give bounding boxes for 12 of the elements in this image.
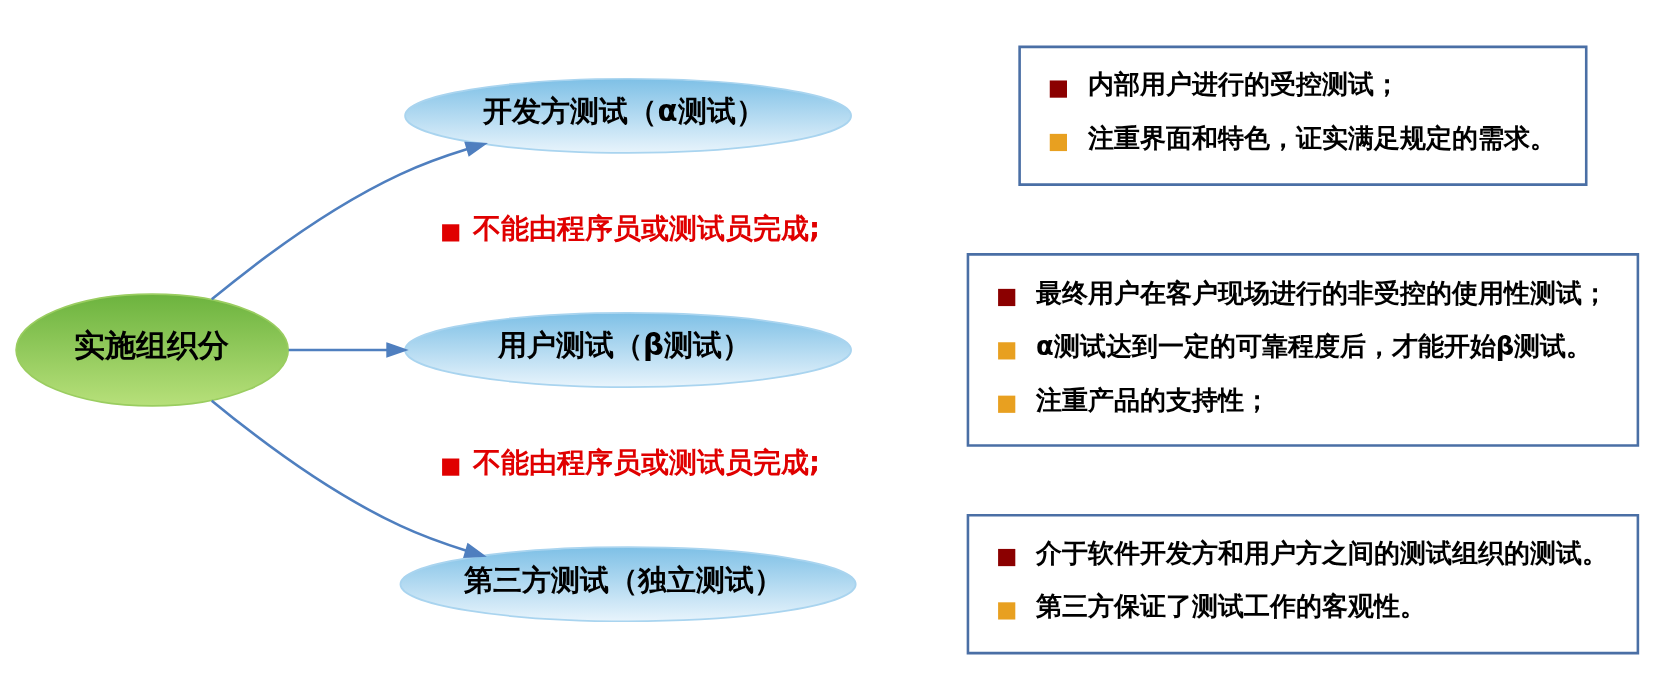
node-label: 不能由程序员或测试员完成; xyxy=(473,445,821,478)
node-ellipse: 用户测试（β测试） xyxy=(404,312,852,388)
arrow xyxy=(288,342,409,358)
node-label: 不能由程序员或测试员完成; xyxy=(473,211,821,244)
node-box: 介于软件开发方和用户方之间的测试组织的测试。 第三方保证了测试工作的客观性。 xyxy=(966,514,1640,655)
node-ellipse: 开发方测试（α测试） xyxy=(404,77,852,154)
node-ellipse: 第三方测试（独立测试） xyxy=(399,546,857,623)
arrow xyxy=(210,399,487,558)
node-ellipse: 实施组织分 xyxy=(15,293,290,407)
arrow xyxy=(210,141,488,301)
node-box: 最终用户在客户现场进行的非受控的使用性测试； α测试达到一定的可靠程度后，才能开始β测试。 注重产品的支持性； xyxy=(966,253,1640,447)
node-box: 内部用户进行的受控测试； 注重界面和特色，证实满足规定的需求。 xyxy=(1018,45,1588,186)
